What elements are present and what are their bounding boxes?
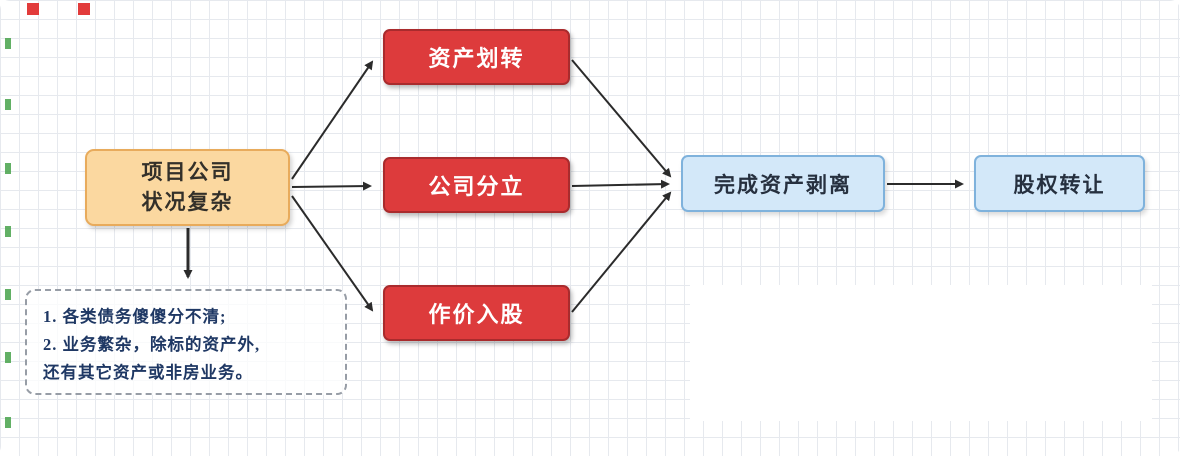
node-label: 完成资产剥离 (714, 172, 852, 197)
note-line: 还有其它资产或非房业务。 (43, 363, 253, 383)
red-square-mark (27, 3, 39, 15)
node-label: 作价入股 (428, 302, 525, 327)
green-edge-mark (5, 417, 11, 428)
green-edge-mark (5, 289, 11, 300)
node-label: 状况复杂 (141, 189, 234, 214)
blank-area (690, 285, 1152, 421)
green-edge-mark (5, 352, 11, 363)
node-asset-transfer: 资产划转 (383, 29, 570, 85)
red-square-mark (78, 3, 90, 15)
green-edge-mark (5, 38, 11, 49)
node-label: 资产划转 (428, 46, 525, 71)
node-label: 公司分立 (428, 174, 525, 199)
note-box: 1. 各类债务傻傻分不清; 2. 业务繁杂，除标的资产外, 还有其它资产或非房业… (25, 289, 347, 395)
note-line: 2. 业务繁杂，除标的资产外, (43, 335, 261, 355)
node-valuation-investment: 作价入股 (383, 285, 570, 341)
node-project-company: 项目公司 状况复杂 (85, 149, 290, 226)
green-edge-mark (5, 163, 11, 174)
note-line: 1. 各类债务傻傻分不清; (43, 307, 227, 326)
node-label: 项目公司 (141, 160, 234, 185)
green-edge-mark (5, 99, 11, 110)
node-complete-asset-stripping: 完成资产剥离 (681, 155, 885, 212)
node-equity-transfer: 股权转让 (974, 155, 1145, 212)
green-edge-mark (5, 226, 11, 237)
node-company-division: 公司分立 (383, 157, 570, 213)
node-label: 股权转让 (1013, 172, 1106, 197)
